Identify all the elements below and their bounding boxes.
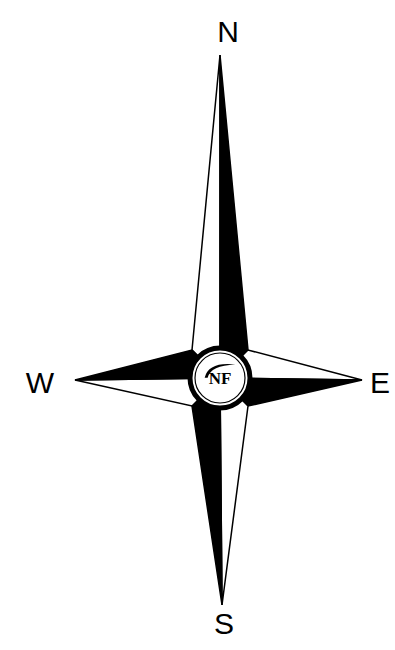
south-arm-light <box>220 378 248 605</box>
direction-label: E <box>370 368 390 398</box>
direction-label: N <box>217 17 239 47</box>
direction-label: S <box>214 609 234 639</box>
logo-outer-ring <box>190 348 250 408</box>
north-arm-light <box>192 55 220 378</box>
logo-text: NF <box>209 370 232 387</box>
north-arm-dark <box>220 55 248 378</box>
logo-inner-ring <box>195 353 245 403</box>
south-arm-dark <box>192 378 222 605</box>
direction-label: W <box>26 368 54 398</box>
logo-circle: NF <box>187 345 253 411</box>
